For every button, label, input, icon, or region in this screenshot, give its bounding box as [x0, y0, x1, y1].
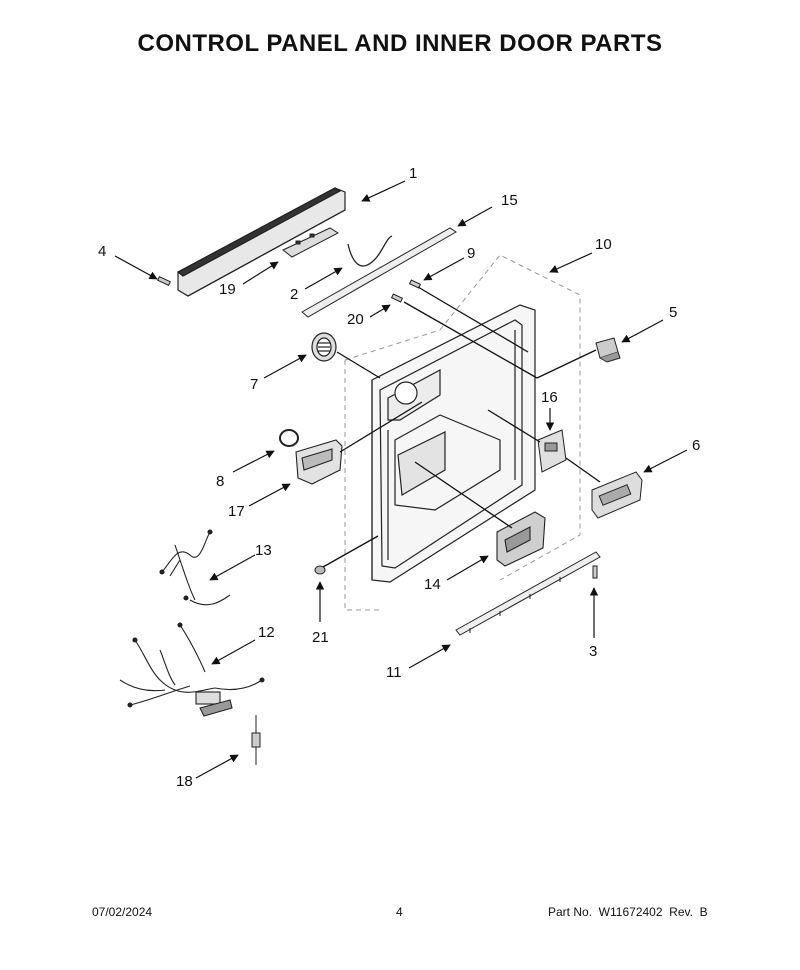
callout-16: 16	[541, 389, 558, 406]
part-11-rail	[455, 551, 601, 636]
part-16-switch	[537, 429, 567, 473]
callout-11: 11	[386, 664, 402, 681]
footer-page-number: 4	[396, 905, 403, 919]
callout-18: 18	[176, 773, 193, 790]
part-12-harness	[119, 622, 265, 717]
callout-6: 6	[692, 437, 700, 454]
leader-lines	[114, 180, 688, 779]
inner-door-liner	[371, 304, 536, 583]
callout-19: 19	[219, 281, 236, 298]
part-6-bracket	[591, 471, 643, 519]
door-dashed-outline	[344, 254, 581, 611]
part-1-console	[176, 187, 346, 297]
callout-10: 10	[595, 236, 612, 253]
part-2-wire	[347, 235, 393, 267]
part-5-latch	[595, 337, 621, 363]
callout-1: 1	[409, 165, 417, 182]
part-17-dispenser	[295, 439, 343, 485]
callout-21: 21	[312, 629, 329, 646]
part-15-strip	[301, 227, 457, 318]
part-19-control-board	[282, 227, 340, 258]
connector-lines	[322, 286, 601, 568]
part-18-fuse	[251, 715, 261, 765]
callout-17: 17	[228, 503, 245, 520]
callout-14: 14	[424, 576, 441, 593]
footer-date: 07/02/2024	[92, 905, 153, 919]
callout-12: 12	[258, 624, 275, 641]
callout-7: 7	[250, 376, 258, 393]
part-21-plug	[314, 565, 326, 575]
page-title: CONTROL PANEL AND INNER DOOR PARTS	[137, 30, 663, 57]
callout-2: 2	[290, 286, 298, 303]
screws	[157, 275, 598, 579]
part-8-ring	[279, 429, 299, 447]
footer-part-number: Part No. W11672402 Rev. B	[548, 905, 708, 919]
callout-3: 3	[589, 643, 597, 660]
callout-15: 15	[501, 192, 518, 209]
part-14-module	[496, 511, 546, 567]
callout-5: 5	[669, 304, 677, 321]
callout-8: 8	[216, 473, 224, 490]
callout-13: 13	[255, 542, 272, 559]
callout-20: 20	[347, 311, 364, 328]
callout-4: 4	[98, 243, 106, 260]
callout-9: 9	[467, 245, 475, 262]
part-7-vent	[311, 332, 337, 362]
part-13-harness	[159, 529, 231, 606]
callout-labels: 1 2 3 4 5 6 7 8 9 10 11 12 13 14 15 16 1…	[98, 165, 700, 790]
